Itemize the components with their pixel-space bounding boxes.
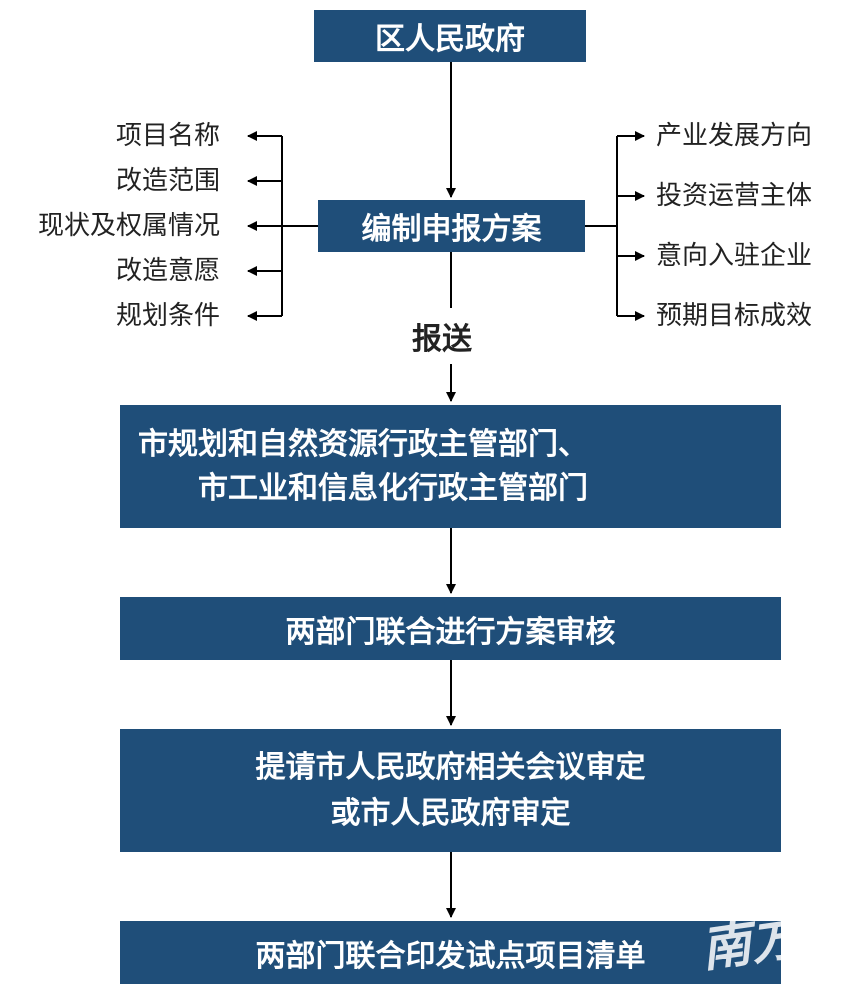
left-item-willingness: 改造意愿 <box>115 256 220 286</box>
departments-text-line1: 市规划和自然资源行政主管部门、 <box>138 426 588 462</box>
approval-text-line2: 或市人民政府审定 <box>330 795 571 831</box>
issue-list-box: 两部门联合印发试点项目清单 <box>120 921 781 984</box>
submit-label: 报送 <box>412 322 472 357</box>
district-government-box: 区人民政府 <box>314 10 586 62</box>
right-item-expected-outcomes: 预期目标成效 <box>656 301 813 331</box>
district-government-text: 区人民政府 <box>375 22 525 57</box>
right-item-intended-enterprises: 意向入驻企业 <box>656 241 813 271</box>
departments-text-line2: 市工业和信息化行政主管部门 <box>198 470 588 506</box>
left-item-planning-conditions: 规划条件 <box>115 301 220 331</box>
compile-plan-box: 编制申报方案 <box>318 200 585 252</box>
approval-text-line1: 提请市人民政府相关会议审定 <box>255 749 646 785</box>
right-item-investment-entity: 投资运营主体 <box>656 181 813 211</box>
approval-box: 提请市人民政府相关会议审定 或市人民政府审定 <box>120 729 781 852</box>
issue-list-text: 两部门联合印发试点项目清单 <box>255 938 646 974</box>
joint-review-box: 两部门联合进行方案审核 <box>120 597 781 660</box>
compile-plan-text: 编制申报方案 <box>361 212 542 247</box>
left-item-project-name: 项目名称 <box>115 121 220 151</box>
right-item-industry-direction: 产业发展方向 <box>656 121 813 151</box>
left-item-scope: 改造范围 <box>115 166 220 196</box>
departments-box: 市规划和自然资源行政主管部门、 市工业和信息化行政主管部门 <box>120 405 781 528</box>
joint-review-text: 两部门联合进行方案审核 <box>285 614 616 650</box>
left-item-status-ownership: 现状及权属情况 <box>37 211 220 241</box>
